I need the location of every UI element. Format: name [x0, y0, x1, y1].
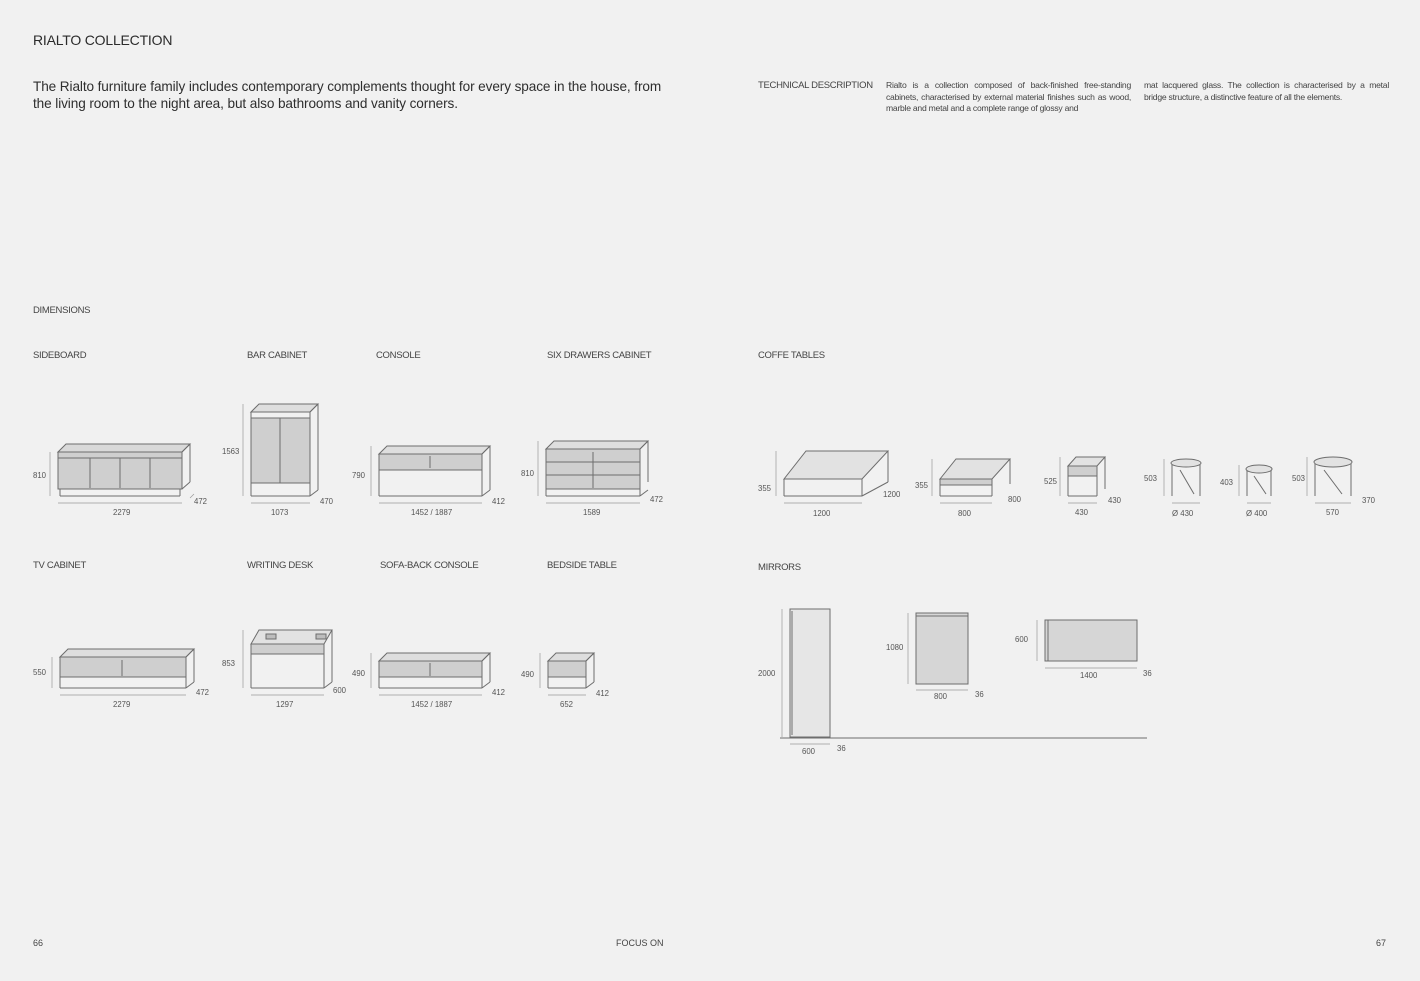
dim-bedside-w: 652: [560, 700, 573, 709]
dim-desk-h: 853: [222, 659, 235, 668]
dimension-lines: [49, 404, 1351, 745]
dim-ct6-h: 503: [1292, 474, 1305, 483]
sofa-back-console-drawing: [377, 652, 492, 689]
dim-bar-d: 470: [320, 497, 334, 506]
dim-six-w: 1589: [583, 508, 600, 517]
dim-tv-w: 2279: [113, 700, 130, 709]
console-drawing: [377, 445, 492, 497]
sideboard-drawing: [56, 443, 192, 497]
dim-mirror2-h: 1080: [886, 643, 904, 652]
dim-ct6-w: 570: [1326, 508, 1340, 517]
product-label-coffee-tables: COFFE TABLES: [758, 350, 825, 361]
dim-ct2-w: 800: [958, 509, 972, 518]
product-label-tv-cabinet: TV CABINET: [33, 560, 86, 571]
dim-ct2-h: 355: [915, 481, 929, 490]
coffee-table-430-drawing: [1066, 456, 1107, 497]
product-label-sideboard: SIDEBOARD: [33, 350, 87, 361]
dim-mirror3-w: 1400: [1080, 671, 1098, 680]
dim-bar-h: 1563: [222, 447, 239, 456]
oval-table-570-drawing: [1313, 456, 1353, 496]
dim-ct1-d: 1200: [883, 490, 901, 499]
product-label-bedside-table: BEDSIDE TABLE: [547, 560, 617, 571]
coffee-table-1200-drawing: [782, 450, 890, 497]
mirror-1400-drawing: [1044, 619, 1138, 662]
dim-mirror2-d: 36: [975, 690, 984, 699]
intro-paragraph: The Rialto furniture family includes con…: [33, 79, 662, 111]
six-drawers-drawing: [544, 440, 650, 497]
dim-six-h: 810: [521, 469, 535, 478]
dim-console-w: 1452 / 1887: [411, 508, 452, 517]
mirror-1080-drawing: [915, 612, 969, 685]
dim-console-h: 790: [352, 471, 366, 480]
dim-mirror1-d: 36: [837, 744, 846, 753]
dimension-labels: 810 2279 472 1563 1073 470 790 1452 / 18…: [33, 447, 1376, 756]
dim-sofa-h: 490: [352, 669, 366, 678]
dim-sideboard-d: 472: [194, 497, 207, 506]
product-label-mirrors: MIRRORS: [758, 562, 801, 573]
dim-ct1-w: 1200: [813, 509, 831, 518]
dim-sofa-d: 412: [492, 688, 505, 697]
dim-ct4-w: Ø 430: [1172, 509, 1194, 518]
dim-mirror3-d: 36: [1143, 669, 1152, 678]
mirror-2000-drawing: [780, 608, 1147, 739]
page-number-right: 67: [1376, 938, 1387, 948]
product-label-writing-desk: WRITING DESK: [247, 560, 314, 571]
dim-ct3-d: 430: [1108, 496, 1122, 505]
dim-bar-w: 1073: [271, 508, 288, 517]
coffee-table-800-drawing: [938, 458, 1012, 497]
dim-desk-d: 600: [333, 686, 347, 695]
dim-six-d: 472: [650, 495, 663, 504]
product-label-bar-cabinet: BAR CABINET: [247, 350, 308, 361]
dim-sideboard-w: 2279: [113, 508, 130, 517]
dim-tv-h: 550: [33, 668, 47, 677]
product-label-console: CONSOLE: [376, 350, 421, 361]
technical-heading: TECHNICAL DESCRIPTION: [758, 80, 873, 91]
bar-cabinet-drawing: [249, 403, 320, 497]
dim-desk-w: 1297: [276, 700, 293, 709]
round-table-400-drawing: [1245, 464, 1273, 496]
product-label-sofa-back-console: SOFA-BACK CONSOLE: [380, 560, 479, 571]
collection-title: RIALTO COLLECTION: [33, 32, 173, 48]
dimensions-heading: DIMENSIONS: [33, 305, 91, 316]
tv-cabinet-drawing: [58, 648, 196, 689]
dim-ct2-d: 800: [1008, 495, 1022, 504]
dim-console-d: 412: [492, 497, 505, 506]
product-label-six-drawers: SIX DRAWERS CABINET: [547, 350, 652, 361]
dim-ct3-h: 525: [1044, 477, 1058, 486]
dim-ct4-h: 503: [1144, 474, 1157, 483]
dim-mirror3-h: 600: [1015, 635, 1029, 644]
dim-ct1-h: 355: [758, 484, 772, 493]
technical-text-col2: mat lacquered glass. The collection is c…: [1144, 80, 1389, 102]
dim-sideboard-h: 810: [33, 471, 47, 480]
footer-section-label: FOCUS ON: [616, 938, 664, 948]
dim-tv-d: 472: [196, 688, 209, 697]
dim-bedside-d: 412: [596, 689, 609, 698]
round-table-430-drawing: [1170, 458, 1202, 496]
dim-ct3-w: 430: [1075, 508, 1089, 517]
dim-ct5-w: Ø 400: [1246, 509, 1268, 518]
dim-ct6-d: 370: [1362, 496, 1376, 505]
page-number-left: 66: [33, 938, 44, 948]
technical-text-col1: Rialto is a collection composed of back-…: [886, 80, 1131, 113]
dim-ct5-h: 403: [1220, 478, 1233, 487]
dim-sofa-w: 1452 / 1887: [411, 700, 452, 709]
bedside-table-drawing: [546, 652, 596, 689]
dim-mirror1-w: 600: [802, 747, 816, 756]
writing-desk-drawing: [250, 629, 333, 689]
dim-mirror1-h: 2000: [758, 669, 776, 678]
dim-bedside-h: 490: [521, 670, 535, 679]
dim-mirror2-w: 800: [934, 692, 948, 701]
